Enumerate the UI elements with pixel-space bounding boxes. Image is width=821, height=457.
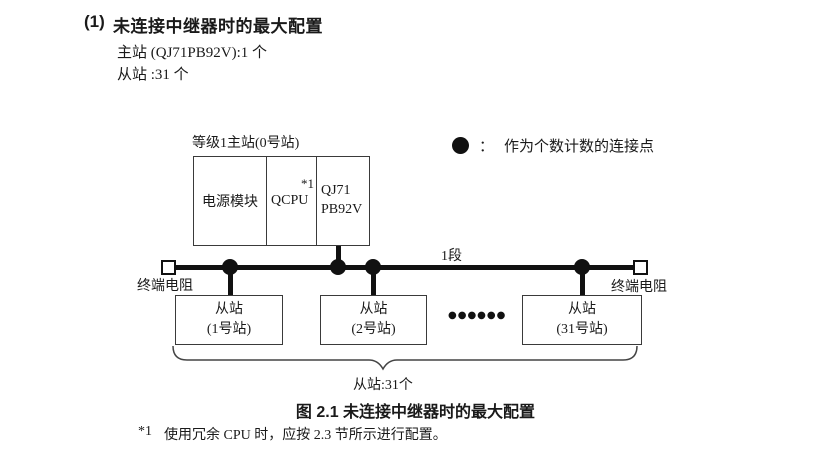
legend-separator: ：	[479, 139, 495, 155]
cpu-footnote-marker: *1	[301, 176, 314, 191]
terminator-left-label: 终端电阻	[137, 279, 193, 294]
slave1-line1: 从站	[215, 301, 243, 317]
terminator-right-label: 终端电阻	[611, 280, 667, 295]
connection-dot-slave31	[574, 259, 590, 275]
slave-total-label: 从站:31个	[353, 378, 413, 393]
slave31-drop-line	[580, 268, 585, 296]
power-module-cell: 电源模块	[202, 195, 258, 210]
network-module-cell: QJ71 PB92V	[316, 157, 369, 245]
slave-box-31: 从站 (31号站)	[522, 295, 642, 345]
section-number: (1)	[84, 12, 105, 31]
connection-point-icon	[452, 137, 469, 154]
footnote-text: 使用冗余 CPU 时，应按 2.3 节所示进行配置。	[164, 428, 447, 443]
slave31-line1: 从站	[568, 301, 596, 317]
cpu-label: QCPU	[271, 193, 309, 208]
legend: ： 作为个数计数的连接点	[452, 135, 654, 156]
segment-label: 1段	[441, 249, 462, 264]
slave-group-brace	[172, 345, 638, 371]
footnote-marker: *1	[138, 424, 152, 439]
master-drop-line	[336, 246, 341, 266]
figure-caption: 图 2.1 未连接中继器时的最大配置	[295, 404, 536, 421]
cpu-cell: QCPU *1	[266, 157, 316, 245]
ellipsis-dots: ●●●●●●	[448, 310, 507, 321]
terminator-right-icon	[633, 260, 648, 275]
master-station-box: 电源模块 QCPU *1 QJ71 PB92V	[193, 156, 370, 246]
connection-dot-slave2	[365, 259, 381, 275]
slave-box-1: 从站 (1号站)	[175, 295, 283, 345]
slave2-line2: (2号站)	[351, 322, 396, 337]
terminator-left-icon	[161, 260, 176, 275]
legend-text: 作为个数计数的连接点	[504, 139, 655, 155]
slave2-line1: 从站	[359, 301, 388, 317]
section-title: 未连接中继器时的最大配置	[113, 17, 323, 36]
master-count-line: 主站 (QJ71PB92V):1 个	[117, 45, 268, 61]
slave-box-2: 从站 (2号站)	[320, 295, 427, 345]
slave1-drop-line	[228, 268, 233, 296]
master-station-label: 等级1主站(0号站)	[192, 136, 300, 151]
slave31-line2: (31号站)	[556, 322, 608, 337]
connection-dot-master	[330, 259, 346, 275]
slave2-drop-line	[371, 268, 376, 296]
network-module-line2: PB92V	[321, 202, 363, 217]
slave1-line2: (1号站)	[206, 322, 252, 337]
network-module-line1: QJ71	[321, 183, 351, 199]
connection-dot-slave1	[222, 259, 238, 275]
bus-line	[176, 265, 633, 270]
slave-count-line: 从站 :31 个	[117, 67, 189, 83]
